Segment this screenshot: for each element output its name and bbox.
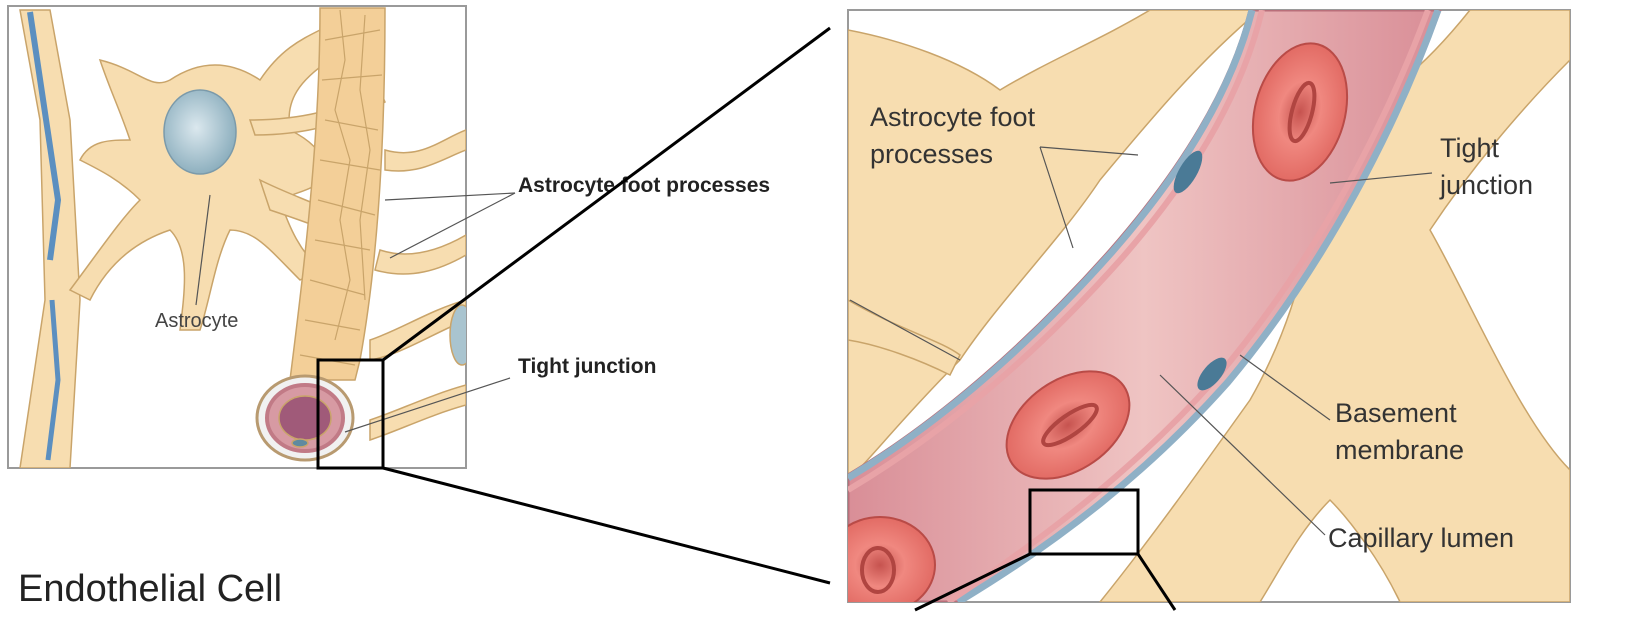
- label-tight-line2: junction: [1439, 170, 1533, 200]
- red-blood-cell: [825, 517, 935, 613]
- label-astrocyte-foot-line2: processes: [870, 139, 993, 169]
- caption-endothelial-cell: Endothelial Cell: [18, 568, 282, 611]
- label-tight-line1: Tight: [1440, 133, 1500, 163]
- label-basement-line2: membrane: [1335, 435, 1464, 465]
- left-panel: Astrocyte foot processes Astrocyte Tight…: [8, 6, 770, 468]
- label-basement-line1: Basement: [1335, 398, 1457, 428]
- label-astrocyte-foot-line1: Astrocyte foot: [870, 102, 1036, 132]
- astrocyte-nucleus: [164, 90, 236, 174]
- label-astrocyte-foot-processes: Astrocyte foot processes: [518, 174, 770, 197]
- label-capillary-lumen: Capillary lumen: [1328, 523, 1514, 553]
- label-tight-junction: Tight junction: [518, 355, 656, 378]
- label-astrocyte: Astrocyte: [155, 310, 238, 332]
- right-panel: Astrocyte foot processes Tight junction …: [825, 10, 1570, 613]
